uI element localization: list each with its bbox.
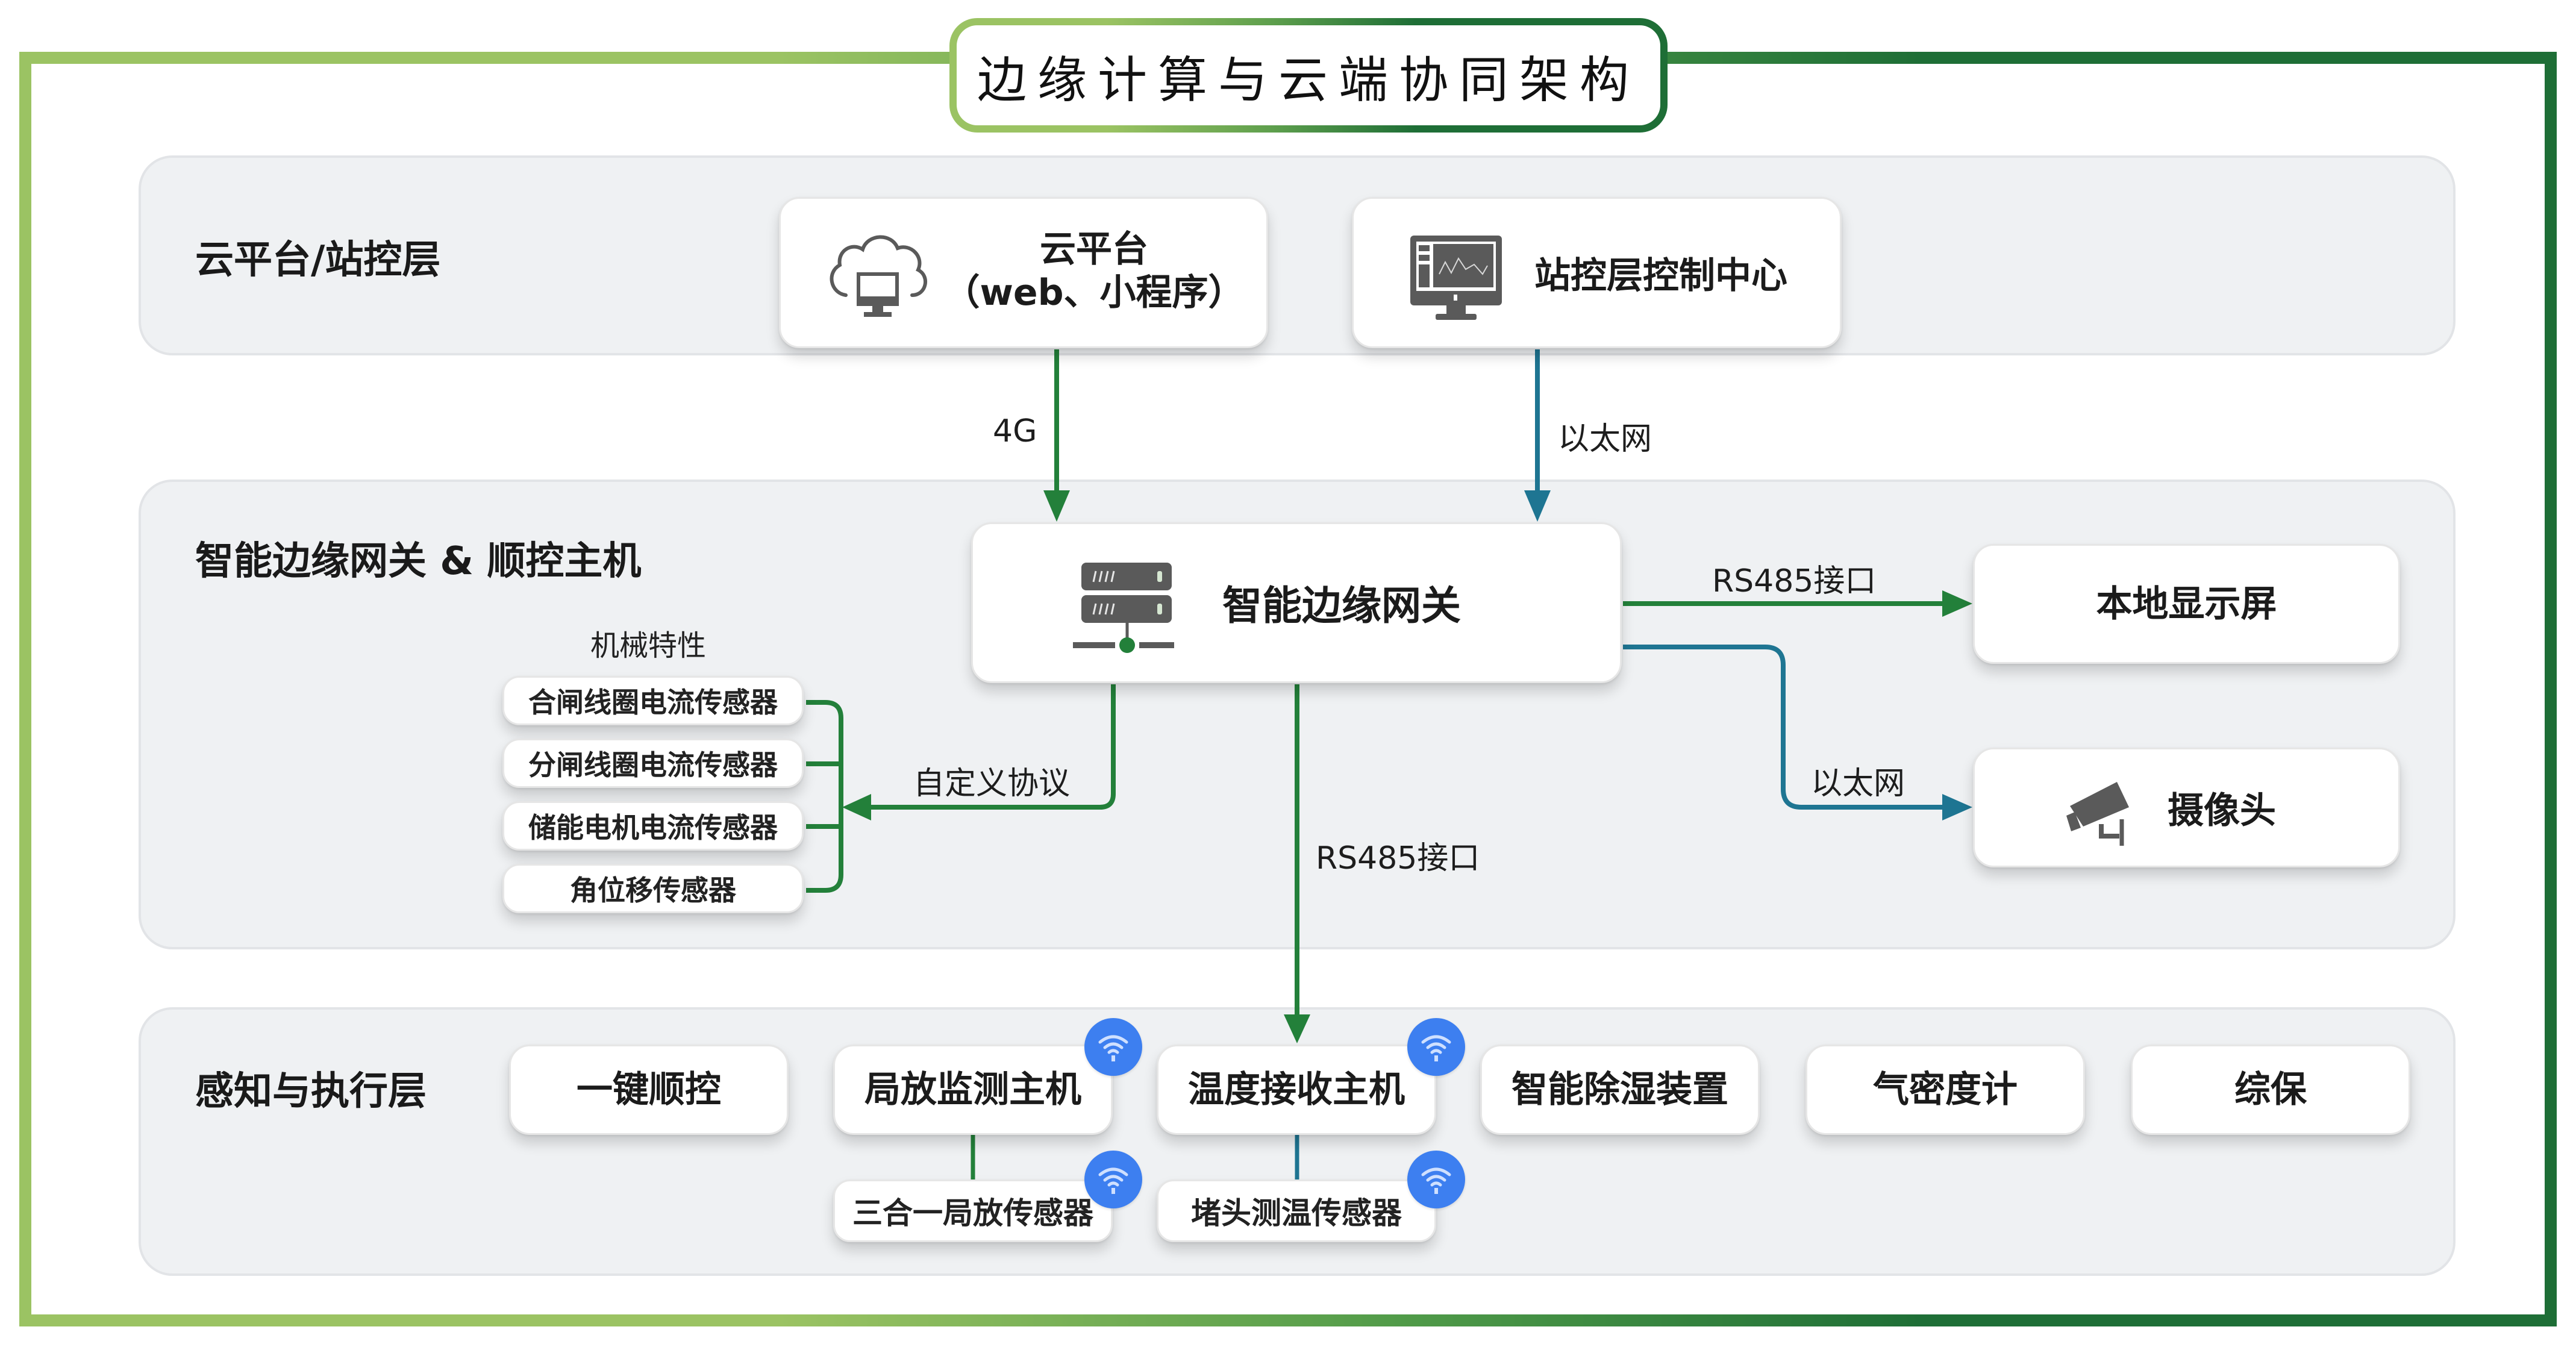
edge-label-station-ethernet: 以太网 (1558, 421, 1652, 457)
wifi-icon (1407, 1018, 1465, 1076)
sensor-label: 储能电机电流传感器 (528, 811, 778, 844)
device-label: 局放监测主机 (864, 1069, 1081, 1111)
sensor-label: 角位移传感器 (570, 874, 736, 907)
edge-label-camera-ethernet: 以太网 (1811, 766, 1905, 802)
camera-label: 摄像头 (2168, 790, 2276, 832)
server-network-icon (1067, 558, 1175, 660)
diagram-title: 边缘计算与云端协同架构 (977, 51, 1640, 109)
station-control-center-label: 站控层控制中心 (1534, 255, 1787, 297)
camera-card[interactable]: 摄像头 (1973, 748, 2400, 867)
layer-label-edge-gateway: 智能边缘网关 & 顺控主机 (195, 539, 642, 584)
edge-gateway-label: 智能边缘网关 (1222, 583, 1461, 629)
cloud-platform-card[interactable]: 云平台 （web、小程序） (779, 197, 1268, 348)
device-label: 一键顺控 (577, 1069, 721, 1111)
wifi-icon (1084, 1018, 1142, 1076)
device-temperature-host[interactable]: 温度接收主机 (1157, 1045, 1436, 1135)
device-dehumidifier[interactable]: 智能除湿装置 (1480, 1045, 1760, 1135)
edge-label-display-rs485: RS485接口 (1712, 563, 1877, 599)
local-display-label: 本地显示屏 (2096, 583, 2277, 625)
sub-device-label: 三合一局放传感器 (852, 1196, 1093, 1231)
sensor-label: 分闸线圈电流传感器 (528, 749, 778, 781)
wifi-icon (1084, 1151, 1142, 1208)
device-label: 综保 (2234, 1069, 2307, 1111)
layer-panel-cloud-station: 云平台/站控层 (139, 155, 2456, 355)
sensor-angular-displacement[interactable]: 角位移传感器 (502, 864, 804, 913)
device-one-key-control[interactable]: 一键顺控 (509, 1045, 789, 1135)
cloud-monitor-icon (824, 230, 933, 320)
edge-label-4g: 4G (993, 413, 1037, 449)
diagram-title-banner: 边缘计算与云端协同架构 (949, 18, 1668, 133)
sub-device-plug-temperature-sensor[interactable]: 堵头测温传感器 (1157, 1179, 1436, 1242)
edge-label-custom-protocol: 自定义协议 (913, 766, 1071, 802)
cloud-platform-subtitle: （web、小程序） (943, 272, 1245, 314)
sub-device-label: 堵头测温传感器 (1191, 1196, 1402, 1231)
device-label: 温度接收主机 (1188, 1069, 1405, 1111)
device-protection-relay[interactable]: 综保 (2131, 1045, 2410, 1135)
device-label: 智能除湿装置 (1512, 1069, 1728, 1111)
sensor-closing-coil-current[interactable]: 合闸线圈电流传感器 (502, 676, 804, 725)
cloud-platform-title: 云平台 (1040, 228, 1148, 270)
sub-device-three-in-one-pd-sensor[interactable]: 三合一局放传感器 (833, 1179, 1113, 1242)
device-gas-density-meter[interactable]: 气密度计 (1805, 1045, 2085, 1135)
edge-gateway-card[interactable]: 智能边缘网关 (971, 522, 1622, 683)
device-label: 气密度计 (1873, 1069, 2018, 1111)
local-display-card[interactable]: 本地显示屏 (1973, 544, 2400, 664)
sensor-motor-current[interactable]: 储能电机电流传感器 (502, 801, 804, 851)
edge-label-temperature-rs485: RS485接口 (1316, 840, 1480, 876)
sensor-label: 合闸线圈电流传感器 (528, 686, 778, 719)
monitor-dashboard-icon (1408, 232, 1504, 322)
layer-label-sensing-execution: 感知与执行层 (195, 1069, 427, 1114)
device-pd-monitoring-host[interactable]: 局放监测主机 (833, 1045, 1113, 1135)
security-camera-icon (2059, 776, 2143, 848)
layer-label-cloud-station: 云平台/站控层 (195, 238, 441, 283)
sensor-opening-coil-current[interactable]: 分闸线圈电流传感器 (502, 739, 804, 788)
wifi-icon (1407, 1151, 1465, 1208)
station-control-center-card[interactable]: 站控层控制中心 (1352, 197, 1842, 348)
mechanical-group-title: 机械特性 (590, 629, 707, 663)
